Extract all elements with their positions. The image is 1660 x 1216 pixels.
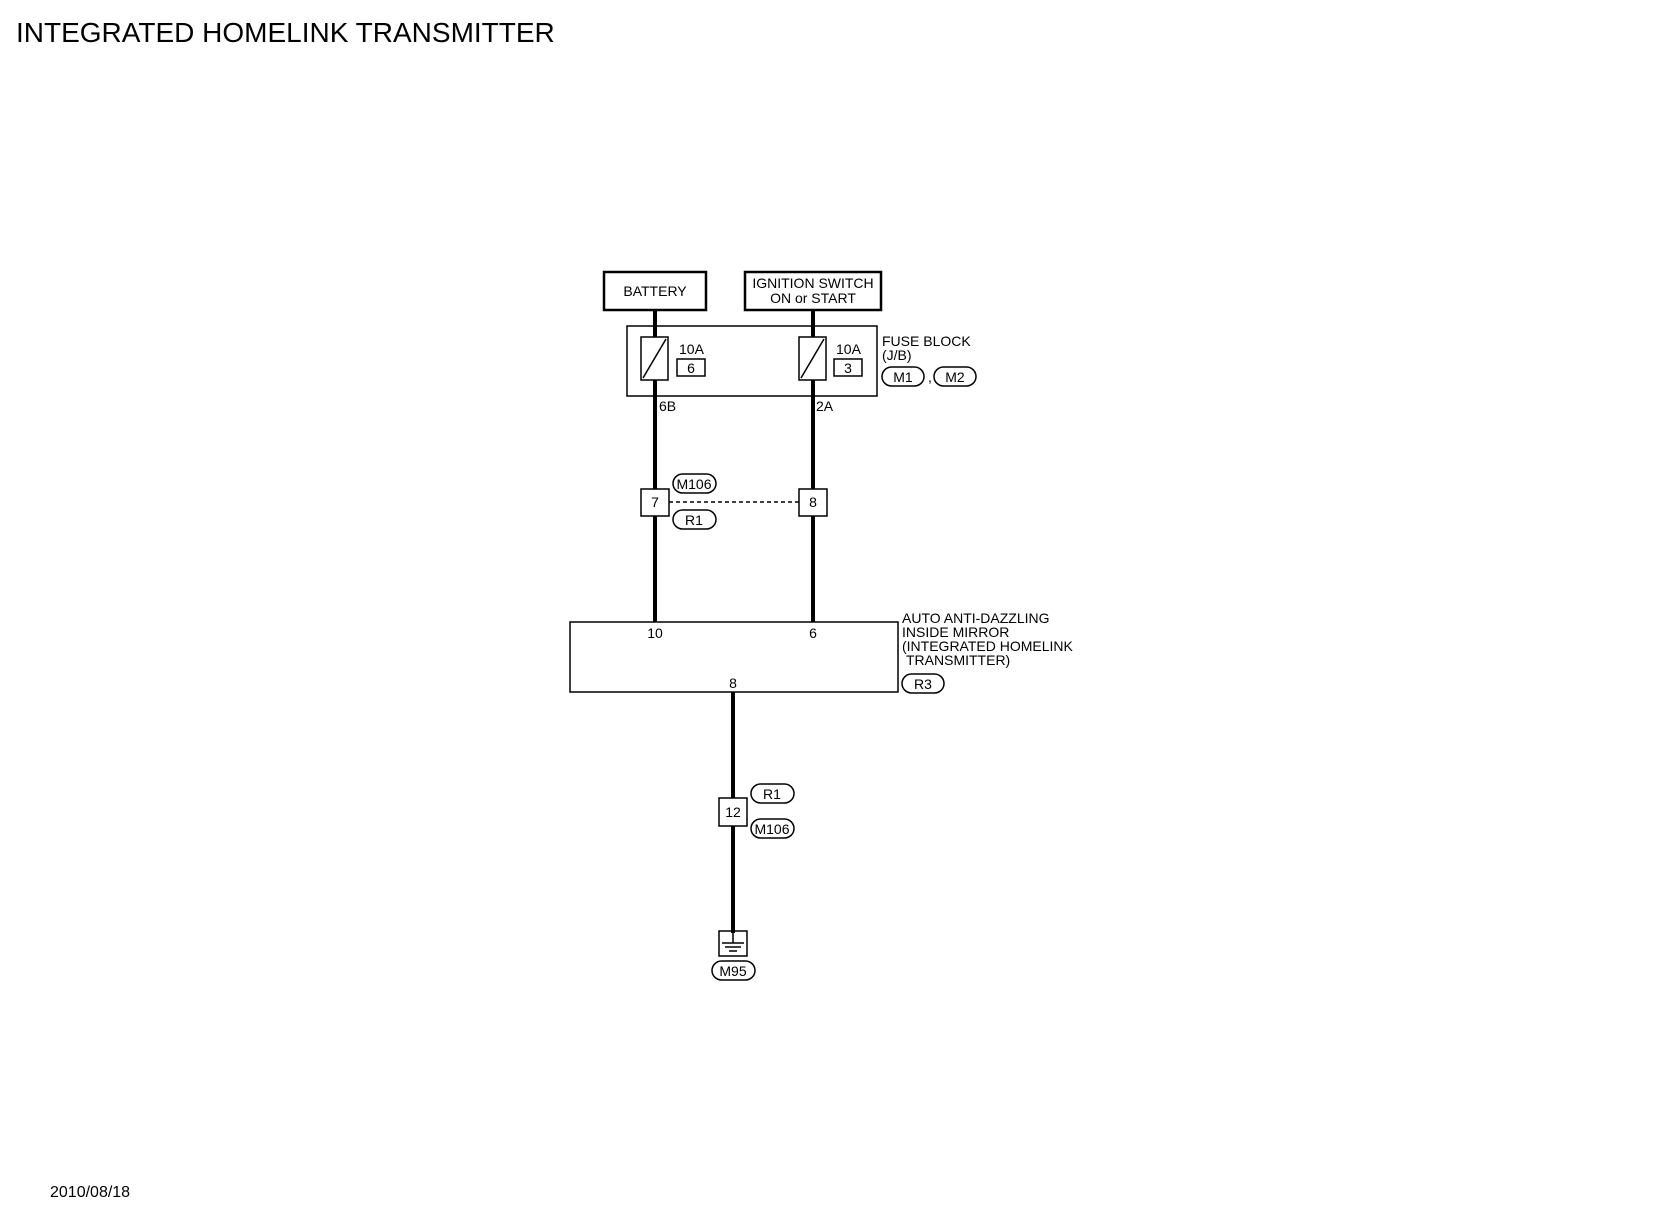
fuse-6-terminal: 6B (659, 398, 676, 414)
ignition-switch-state-label: ON or START (770, 290, 856, 306)
mirror-label-line1: AUTO ANTI-DAZZLING (902, 610, 1050, 626)
fuse-6-number-box (676, 358, 706, 377)
ground-icon (718, 930, 748, 957)
mirror-terminal-10: 10 (647, 625, 663, 641)
fuse-block-jb-label: (J/B) (882, 347, 912, 363)
fuse-6-number: 6 (687, 360, 695, 376)
connector-m95-label: M95 (719, 963, 746, 979)
mirror-label-line2: INSIDE MIRROR (902, 624, 1009, 640)
connector-r1-badge-top (672, 509, 717, 530)
ignition-switch-label: IGNITION SWITCH (752, 275, 873, 291)
fuse-3-terminal: 2A (816, 398, 834, 414)
connector-m95-badge (711, 960, 756, 981)
joint-terminal-8: 8 (809, 494, 817, 510)
connector-m106-badge-top (672, 473, 717, 494)
connector-r1-label-bottom: R1 (763, 786, 781, 802)
connector-r1-badge-bottom (750, 783, 795, 804)
fuse-block-label: FUSE BLOCK (882, 333, 971, 349)
battery-label: BATTERY (623, 283, 687, 299)
mirror-label-line4: TRANSMITTER) (906, 652, 1010, 668)
fuse-6-element (642, 338, 667, 379)
ground-joint-terminal-12: 12 (725, 804, 741, 820)
ground-joint-terminal-box (718, 797, 748, 827)
connector-m106-label-bottom: M106 (754, 821, 789, 837)
fuse-3-element (800, 338, 825, 379)
connector-m1-badge (881, 366, 925, 387)
connector-r1-label-top: R1 (685, 512, 703, 528)
connector-r3-label: R3 (914, 676, 932, 692)
connector-separator: , (928, 369, 932, 385)
connector-m1-label: M1 (893, 369, 913, 385)
connector-m106-label-top: M106 (676, 476, 711, 492)
fuse-6-rating: 10A (679, 341, 705, 357)
mirror-label-line3: (INTEGRATED HOMELINK (902, 638, 1074, 654)
mirror-terminal-6: 6 (809, 625, 817, 641)
connector-m2-badge (933, 366, 977, 387)
fuse-3-number-box (833, 358, 863, 377)
fuse-block-outline (626, 325, 878, 397)
connector-m2-label: M2 (945, 369, 965, 385)
mirror-terminal-8: 8 (729, 675, 737, 691)
joint-terminal-7: 7 (651, 494, 659, 510)
fuse-3-number: 3 (844, 360, 852, 376)
document-date: 2010/08/18 (50, 1184, 130, 1201)
connector-m106-badge-bottom (750, 818, 795, 839)
connector-r3-badge (901, 673, 945, 694)
fuse-3-rating: 10A (836, 341, 862, 357)
page-title: INTEGRATED HOMELINK TRANSMITTER (16, 17, 555, 48)
